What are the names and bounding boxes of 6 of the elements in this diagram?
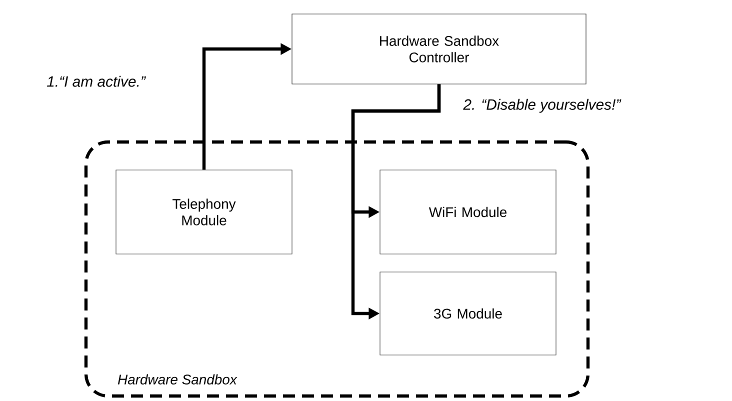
module-box: 3G Module — [380, 272, 556, 356]
module-box: Hardware Sandbox Controller — [292, 14, 586, 84]
edge-label: 1.“I am active.” — [46, 74, 146, 88]
module-box: Telephony Module — [116, 170, 292, 254]
edge-label: 2. “Disable yourselves!” — [462, 98, 622, 114]
module-box: WiFi Module — [380, 170, 556, 254]
